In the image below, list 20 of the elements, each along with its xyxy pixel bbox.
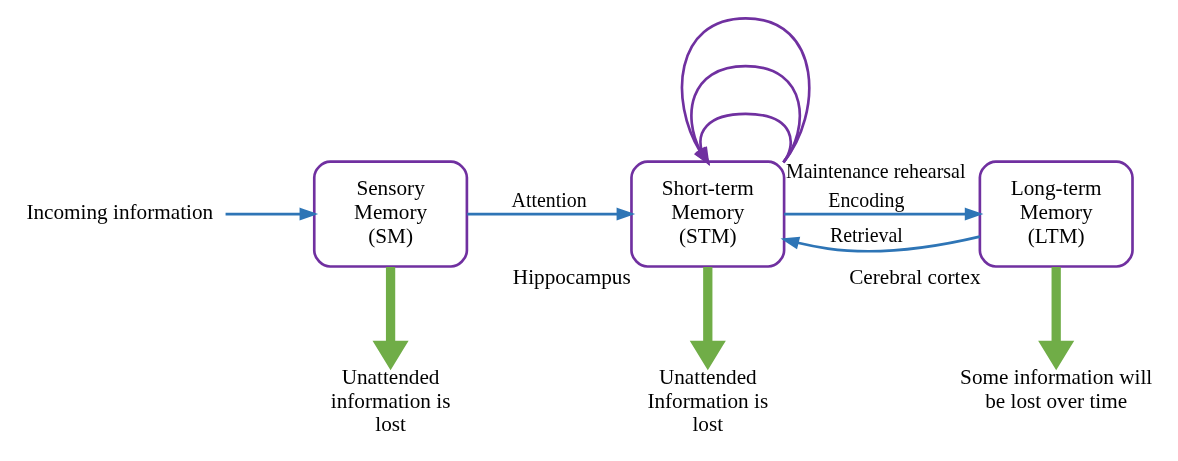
edge-label: Retrieval [829, 223, 903, 246]
arrow [467, 207, 636, 221]
edge-label: Attention [511, 188, 587, 211]
edge-label: Encoding [828, 188, 905, 211]
arrow [689, 266, 726, 370]
node-box: Sensory Memory (SM) [312, 159, 469, 268]
arrow [225, 207, 319, 221]
arrow [780, 234, 981, 253]
node-box: Short-term Memory (STM) [630, 159, 786, 268]
node-text: Some information will be lost over time [960, 364, 1153, 413]
arrow [1038, 266, 1075, 370]
node-box: Long-term Memory (LTM) [978, 159, 1134, 268]
node-text: Unattended information is lost [330, 364, 451, 436]
arrow [372, 266, 409, 370]
node-text: Unattended Information is lost [647, 364, 769, 436]
edge-label: Maintenance rehearsal [785, 159, 966, 182]
node-label: Cerebral cortex [849, 263, 981, 288]
arrow [784, 207, 984, 221]
node-text: Incoming information [26, 199, 214, 224]
node-label: Hippocampus [512, 263, 631, 288]
